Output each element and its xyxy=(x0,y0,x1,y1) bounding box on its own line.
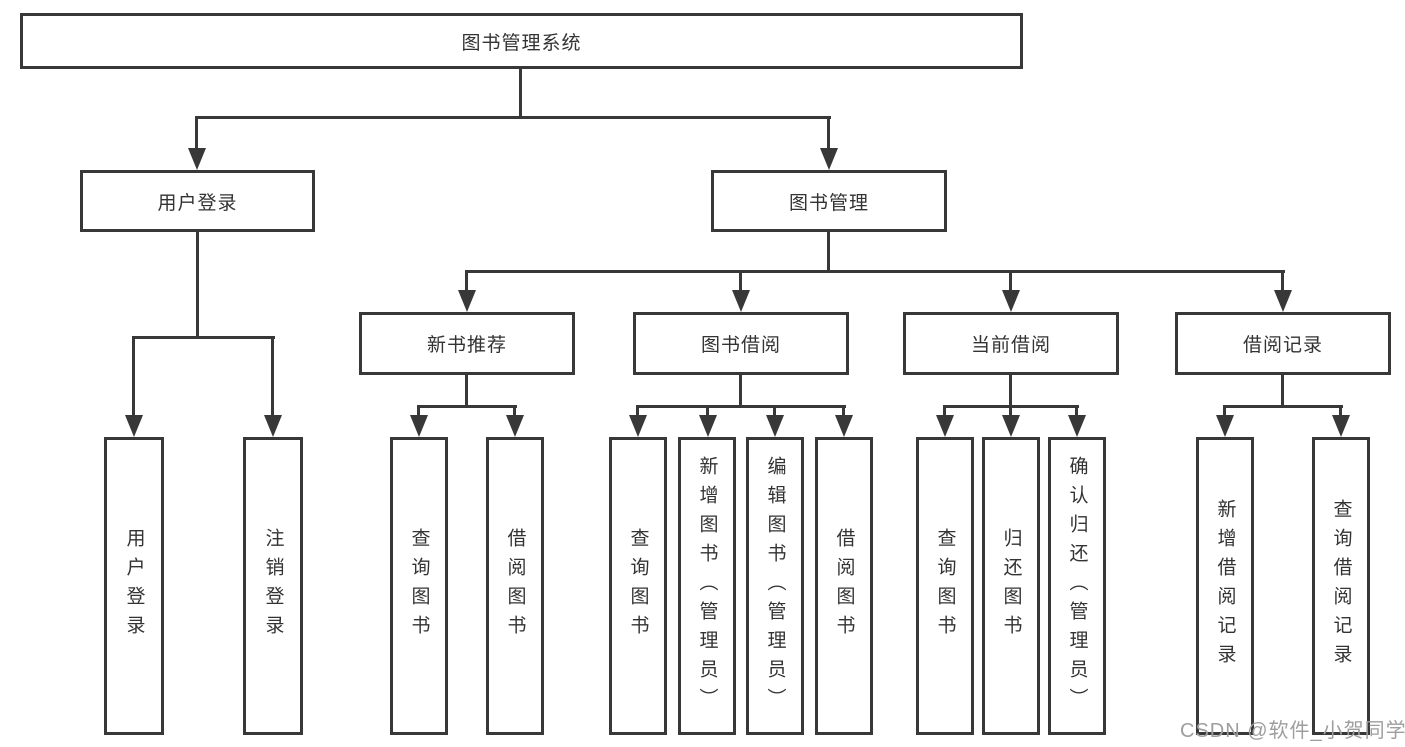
edge-borrow-child4-stem xyxy=(842,405,845,419)
node-new-book-rec: 新书推荐 xyxy=(359,312,575,375)
node-user-login-group: 用户登录 xyxy=(80,170,315,232)
edge-borrow-hline xyxy=(636,405,846,408)
edge-records-child2-stem xyxy=(1339,405,1342,419)
arrowhead-records-child2 xyxy=(1332,415,1350,437)
csdn-watermark: CSDN @软件_小贺同学 xyxy=(1180,720,1405,742)
arrowhead-new-rec-child1 xyxy=(410,415,428,437)
edge-current-child3-stem xyxy=(1075,405,1078,419)
edge-to-user-login-stem xyxy=(195,116,198,150)
arrowhead-to-new-rec xyxy=(458,290,476,312)
edge-current-child1-stem xyxy=(943,405,946,419)
edge-borrow-child2-stem xyxy=(706,405,709,419)
leaf-borrow-books-label: 借阅图书 xyxy=(833,528,855,644)
node-user-login-group-label: 用户登录 xyxy=(157,192,238,214)
leaf-add-books-admin: 新增图书（管理员） xyxy=(678,437,736,735)
edge-records-down xyxy=(1281,375,1284,408)
edge-to-new-rec-stem xyxy=(465,270,468,294)
edge-new-rec-down xyxy=(465,375,468,408)
edge-user-login-hline xyxy=(132,336,275,339)
node-book-mgmt-group-label: 图书管理 xyxy=(788,192,869,214)
node-book-mgmt-group: 图书管理 xyxy=(711,170,947,232)
edge-borrow-down xyxy=(739,375,742,408)
node-book-borrow: 图书借阅 xyxy=(633,312,849,375)
arrowhead-borrow-child2 xyxy=(699,415,717,437)
edge-root-stem xyxy=(519,69,522,118)
leaf-borrow-query-books-label: 查询图书 xyxy=(627,528,649,644)
node-root: 图书管理系统 xyxy=(20,13,1023,69)
arrowhead-to-current xyxy=(1002,290,1020,312)
leaf-rec-query-books-label: 查询图书 xyxy=(408,528,430,644)
node-root-label: 图书管理系统 xyxy=(461,32,582,54)
arrowhead-new-rec-child2 xyxy=(506,415,524,437)
arrowhead-to-leaf-login xyxy=(125,415,143,437)
edge-to-records-stem xyxy=(1281,270,1284,294)
leaf-add-borrow-record: 新增借阅记录 xyxy=(1196,437,1254,735)
edge-borrow-child3-stem xyxy=(773,405,776,419)
arrowhead-to-leaf-logout xyxy=(264,415,282,437)
arrowhead-borrow-child3 xyxy=(766,415,784,437)
leaf-logout-label: 注销登录 xyxy=(262,528,284,644)
edge-records-hline xyxy=(1223,405,1343,408)
node-book-borrow-label: 图书借阅 xyxy=(700,335,781,356)
edge-records-child1-stem xyxy=(1223,405,1226,419)
leaf-return-books: 归还图书 xyxy=(982,437,1040,735)
leaf-current-query-books-label: 查询图书 xyxy=(934,528,956,644)
edge-current-child2-stem xyxy=(1009,405,1012,419)
arrowhead-to-records xyxy=(1274,290,1292,312)
leaf-rec-query-books: 查询图书 xyxy=(390,437,448,735)
node-current-borrow: 当前借阅 xyxy=(903,312,1119,375)
arrowhead-to-book-mgmt xyxy=(820,148,838,170)
edge-to-book-mgmt-stem xyxy=(827,116,830,150)
arrowhead-borrow-child4 xyxy=(835,415,853,437)
leaf-borrow-query-books: 查询图书 xyxy=(609,437,667,735)
node-borrow-records: 借阅记录 xyxy=(1175,312,1391,375)
leaf-borrow-books: 借阅图书 xyxy=(815,437,873,735)
edge-new-rec-child1-stem xyxy=(417,405,420,419)
leaf-add-borrow-record-label: 新增借阅记录 xyxy=(1214,499,1236,673)
leaf-user-login-label: 用户登录 xyxy=(123,528,145,644)
arrowhead-current-child1 xyxy=(936,415,954,437)
edge-current-down xyxy=(1009,375,1012,408)
leaf-query-borrow-record: 查询借阅记录 xyxy=(1312,437,1370,735)
node-new-book-rec-label: 新书推荐 xyxy=(426,335,507,356)
arrowhead-to-borrow xyxy=(732,290,750,312)
edge-root-hline xyxy=(195,116,831,119)
node-borrow-records-label: 借阅记录 xyxy=(1242,335,1323,356)
leaf-rec-borrow-books-label: 借阅图书 xyxy=(504,528,526,644)
edge-to-current-stem xyxy=(1009,270,1012,294)
leaf-logout: 注销登录 xyxy=(243,437,303,735)
leaf-query-borrow-record-label: 查询借阅记录 xyxy=(1330,499,1352,673)
leaf-current-query-books: 查询图书 xyxy=(916,437,974,735)
leaf-confirm-return-admin-label: 确认归还（管理员） xyxy=(1066,455,1088,717)
arrowhead-current-child3 xyxy=(1068,415,1086,437)
edge-book-mgmt-hline xyxy=(465,270,1285,273)
edge-new-rec-hline xyxy=(417,405,517,408)
edge-borrow-child1-stem xyxy=(636,405,639,419)
edge-to-leaf-logout-stem xyxy=(271,336,274,421)
leaf-edit-books-admin-label: 编辑图书（管理员） xyxy=(764,455,786,717)
leaf-return-books-label: 归还图书 xyxy=(1000,528,1022,644)
edge-to-borrow-stem xyxy=(739,270,742,294)
leaf-edit-books-admin: 编辑图书（管理员） xyxy=(746,437,804,735)
arrowhead-to-user-login xyxy=(188,148,206,170)
edge-book-mgmt-down xyxy=(827,232,830,273)
edge-user-login-down xyxy=(196,232,199,339)
leaf-confirm-return-admin: 确认归还（管理员） xyxy=(1048,437,1106,735)
leaf-rec-borrow-books: 借阅图书 xyxy=(486,437,544,735)
arrowhead-current-child2 xyxy=(1002,415,1020,437)
leaf-user-login: 用户登录 xyxy=(104,437,164,735)
arrowhead-borrow-child1 xyxy=(629,415,647,437)
arrowhead-records-child1 xyxy=(1216,415,1234,437)
leaf-add-books-admin-label: 新增图书（管理员） xyxy=(696,455,718,717)
node-current-borrow-label: 当前借阅 xyxy=(970,335,1051,356)
edge-new-rec-child2-stem xyxy=(513,405,516,419)
edge-to-leaf-login-stem xyxy=(132,336,135,421)
